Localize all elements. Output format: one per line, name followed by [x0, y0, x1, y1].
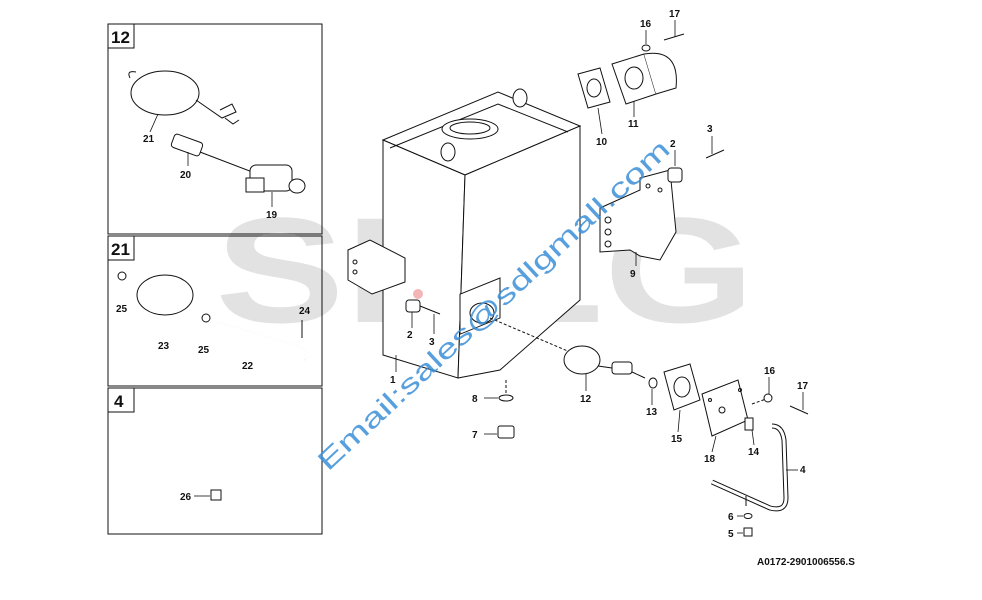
callout-4: 4	[800, 465, 806, 476]
callout-6: 6	[728, 512, 734, 523]
spacer-2-right	[667, 167, 683, 183]
callout-10: 10	[596, 137, 608, 148]
washer-16-top	[641, 44, 651, 52]
inset-label-21: 21	[111, 240, 130, 259]
fitting-20	[170, 133, 204, 157]
o-ring-13	[648, 377, 658, 389]
callout-11: 11	[628, 119, 639, 130]
seal-25-bottom	[201, 313, 211, 323]
inset-panel-21: 21 25 23 25 22 24	[107, 235, 323, 387]
callout-9: 9	[630, 269, 636, 280]
accumulator-23	[136, 274, 194, 316]
callout-17-top: 17	[669, 9, 681, 20]
callout-21: 21	[143, 134, 155, 145]
callout-7: 7	[472, 430, 478, 441]
plug-26	[210, 489, 222, 501]
gasket-10	[577, 67, 611, 109]
screw-5	[743, 527, 753, 537]
callout-8: 8	[472, 394, 478, 405]
callout-3-right: 3	[707, 124, 713, 135]
callout-15: 15	[671, 434, 683, 445]
callout-18: 18	[704, 454, 716, 465]
callout-14: 14	[748, 447, 760, 458]
callout-16-lower: 16	[764, 366, 776, 377]
reference-code: A0172-2901006556.S	[757, 557, 855, 568]
callout-25-a: 25	[116, 304, 128, 315]
washer-6	[743, 513, 753, 519]
callout-24: 24	[299, 306, 311, 317]
bracket-9	[599, 169, 677, 261]
drain-plug-7	[497, 425, 515, 439]
callout-26: 26	[180, 492, 192, 503]
callout-25-b: 25	[198, 345, 210, 356]
flange-plate-15	[663, 363, 701, 411]
inset-panel-12: 12 21 20 19	[107, 23, 323, 235]
flange-plate-18	[701, 379, 749, 437]
accumulator-21	[130, 70, 200, 116]
pipe-4	[710, 423, 789, 512]
tank-left-bracket	[347, 239, 406, 295]
accumulator-12	[563, 345, 646, 379]
callout-13: 13	[646, 407, 658, 418]
callout-17-lower: 17	[797, 381, 809, 392]
callout-2-left: 2	[407, 330, 413, 341]
washer-16-lower	[763, 393, 773, 403]
callout-20: 20	[180, 170, 192, 181]
inset-label-4: 4	[114, 392, 124, 411]
callout-2-right: 2	[670, 139, 676, 150]
callout-1: 1	[390, 375, 396, 386]
highlight-dot	[413, 289, 423, 299]
pipe-4-detail	[169, 403, 259, 479]
callout-12: 12	[580, 394, 592, 405]
inset-panel-4: 4 26	[107, 387, 323, 535]
callout-19: 19	[266, 210, 278, 221]
elbow-flange-11	[611, 52, 677, 105]
fitting-14	[744, 417, 754, 431]
bolt-3-right	[705, 149, 725, 159]
callout-16-top: 16	[640, 19, 652, 30]
bolt-17-top	[663, 33, 685, 41]
spacer-2-left	[405, 299, 421, 313]
bolt-17-lower	[789, 405, 809, 415]
seal-8	[498, 394, 514, 402]
sight-glass-plate	[459, 277, 501, 335]
seal-25-top	[117, 271, 127, 281]
inset-label-12: 12	[111, 28, 130, 47]
bolt-3-left	[419, 305, 441, 315]
callout-23: 23	[158, 341, 170, 352]
callout-5: 5	[728, 529, 734, 540]
callout-22: 22	[242, 361, 254, 372]
callout-3-left: 3	[429, 337, 435, 348]
